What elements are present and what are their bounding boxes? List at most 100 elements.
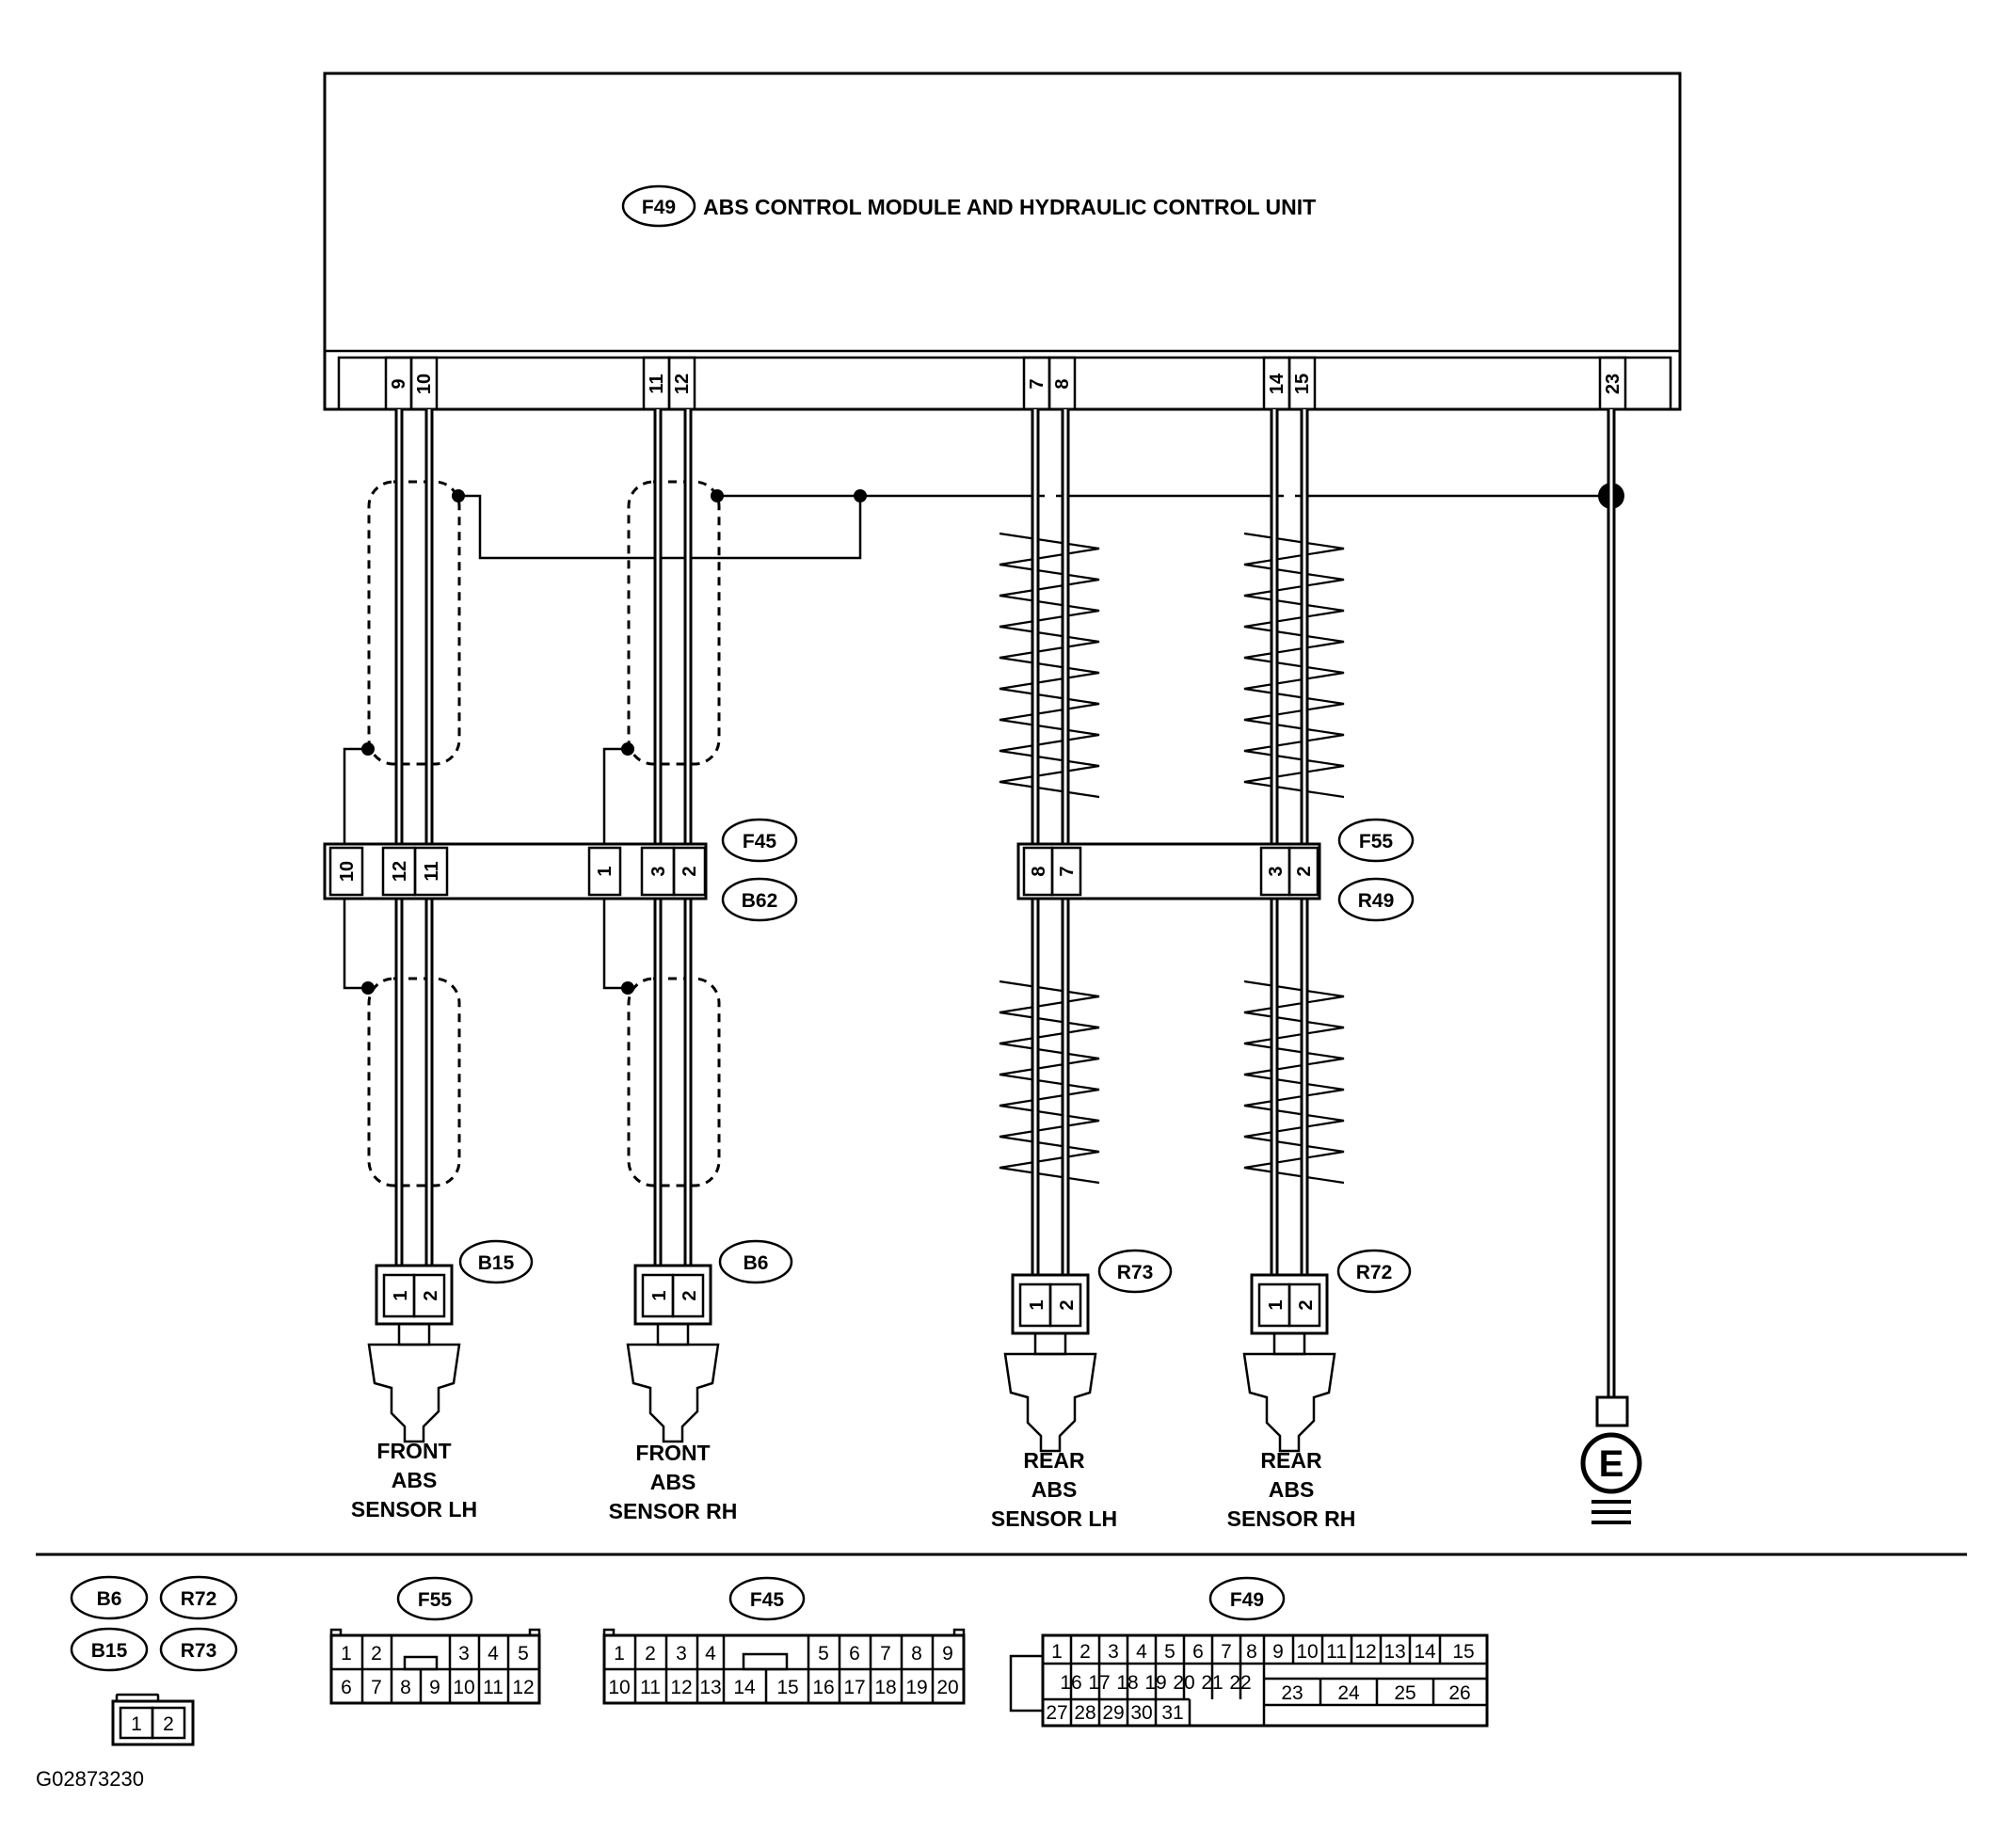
- legend-small-connector: B6 R72 B15 R73 1 2: [70, 1575, 238, 1746]
- module-pin: 11: [647, 374, 667, 393]
- module-tag: F49: [642, 197, 676, 218]
- legend-cell: 22: [1229, 1672, 1251, 1694]
- legend-cell: 26: [1448, 1682, 1470, 1704]
- legend-cell: 5: [1164, 1641, 1175, 1663]
- legend-tag: F49: [1230, 1589, 1264, 1611]
- sensor-label-line2: ABS: [392, 1468, 438, 1492]
- legend-cell: 20: [936, 1677, 958, 1698]
- sensor-label-line1: REAR: [1260, 1448, 1322, 1473]
- legend-cell: 9: [1272, 1641, 1284, 1663]
- legend-cell: 19: [905, 1677, 927, 1698]
- legend-cell: 3: [676, 1643, 687, 1665]
- module-pin: 14: [1267, 373, 1287, 394]
- legend-cell: 8: [1246, 1641, 1257, 1663]
- module-pin: 15: [1292, 374, 1313, 394]
- legend-tag: R73: [181, 1640, 217, 1662]
- legend-cell: 5: [518, 1643, 529, 1665]
- legend-cell: 19: [1144, 1672, 1166, 1694]
- rear-abs-sensor-lh: R73 1 2 REAR ABS SENSOR LH: [991, 1249, 1173, 1531]
- module-pin: 8: [1052, 378, 1073, 389]
- legend-cell: 18: [874, 1677, 896, 1698]
- legend-cell: 23: [1281, 1682, 1303, 1704]
- abs-control-module: F49 ABS CONTROL MODULE AND HYDRAULIC CON…: [323, 72, 1682, 411]
- legend-cell: 3: [458, 1643, 470, 1665]
- legend-cell: 3: [1108, 1641, 1119, 1663]
- legend-cell: 6: [341, 1677, 352, 1698]
- legend-f45: F45 1 2 3 4 5 6 7 8 9 10 11 12 13 14 15 …: [602, 1576, 966, 1705]
- r73-tag: R73: [1117, 1262, 1154, 1283]
- legend-tag: B15: [91, 1640, 128, 1662]
- legend-cell: 17: [1088, 1672, 1110, 1694]
- f55-pin: 8: [1029, 866, 1049, 876]
- sensor-pin: 2: [680, 1290, 700, 1300]
- sensor-label-line2: ABS: [1031, 1477, 1078, 1502]
- b15-tag: B15: [478, 1252, 515, 1274]
- f45-pin: 3: [648, 866, 669, 876]
- legend-cell: 16: [812, 1677, 834, 1698]
- sensor-pin: 2: [1296, 1299, 1317, 1310]
- sensor-label-line3: SENSOR RH: [1227, 1506, 1356, 1531]
- f55-pin: 3: [1266, 866, 1287, 876]
- sensor-pin: 1: [1266, 1299, 1287, 1310]
- legend-cell: 7: [371, 1677, 382, 1698]
- legend-cell: 11: [483, 1677, 504, 1698]
- sensor-label-line1: REAR: [1023, 1448, 1085, 1473]
- legend-cell: 14: [1414, 1641, 1436, 1663]
- legend-cell: 7: [880, 1643, 891, 1665]
- legend-cell: 17: [843, 1677, 865, 1698]
- legend-cell: 10: [453, 1677, 474, 1698]
- sensor-pin: 2: [1057, 1299, 1078, 1310]
- legend-cell: 31: [1161, 1702, 1183, 1724]
- legend-cell: 9: [942, 1643, 953, 1665]
- legend-cell: 11: [640, 1677, 661, 1698]
- legend-cell: 18: [1116, 1672, 1138, 1694]
- legend-cell: 13: [1383, 1641, 1405, 1663]
- legend-cell: 11: [1326, 1641, 1347, 1663]
- sensor-label-line1: FRONT: [635, 1441, 710, 1465]
- legend-cell: 30: [1130, 1702, 1152, 1724]
- module-title: ABS CONTROL MODULE AND HYDRAULIC CONTROL…: [703, 195, 1316, 219]
- sensor-pin: 1: [649, 1290, 670, 1300]
- module-pin: 10: [414, 374, 435, 394]
- legend-cell: 12: [1354, 1641, 1376, 1663]
- ground-symbol: E: [1580, 1395, 1642, 1524]
- connector-f55-r49: 8 7 3 2 F55 R49: [1016, 818, 1415, 922]
- legend-tag: F55: [418, 1589, 453, 1611]
- legend-cell: 4: [488, 1643, 499, 1665]
- r72-tag: R72: [1356, 1262, 1393, 1283]
- sensor-pin: 2: [421, 1290, 441, 1300]
- b62-tag: B62: [742, 890, 778, 912]
- module-pin: 7: [1027, 378, 1047, 389]
- ground-label: E: [1599, 1443, 1624, 1485]
- module-pins: 9 10 11 12 7 8 14 15 23: [384, 356, 1627, 411]
- legend-pin: 1: [131, 1713, 142, 1735]
- sensor-label-line1: FRONT: [376, 1439, 451, 1463]
- f45-pin: 10: [337, 861, 358, 882]
- legend-cell: 1: [341, 1643, 352, 1665]
- f55-pin: 7: [1057, 866, 1078, 876]
- module-pin: 12: [672, 374, 693, 394]
- legend-cell: 15: [1452, 1641, 1474, 1663]
- f45-pin: 12: [390, 861, 410, 882]
- legend-cell: 2: [1079, 1641, 1091, 1663]
- legend-cell: 4: [705, 1643, 716, 1665]
- legend-tag: B6: [97, 1588, 122, 1610]
- rear-abs-sensor-rh: R72 1 2 REAR ABS SENSOR RH: [1227, 1249, 1412, 1531]
- front-abs-sensor-rh: B6 1 2 FRONT ABS SENSOR RH: [609, 1239, 793, 1523]
- legend-cell: 15: [776, 1677, 798, 1698]
- f45-pin: 11: [422, 861, 442, 881]
- sensor-label-line3: SENSOR RH: [609, 1499, 738, 1523]
- legend-cell: 6: [849, 1643, 860, 1665]
- legend-cell: 8: [911, 1643, 922, 1665]
- legend-cell: 6: [1192, 1641, 1204, 1663]
- front-abs-sensor-lh: B15 1 2 FRONT ABS SENSOR LH: [351, 1239, 534, 1521]
- legend-tag: F45: [750, 1589, 785, 1611]
- b6-tag: B6: [744, 1252, 769, 1274]
- legend-cell: 1: [614, 1643, 625, 1665]
- legend-cell: 2: [371, 1643, 382, 1665]
- legend-cell: 29: [1102, 1702, 1124, 1724]
- sensor-label-line2: ABS: [1269, 1477, 1315, 1502]
- legend-f49: F49 1 2 3 4 5 6 7 8 9 10 11: [1009, 1576, 1489, 1728]
- legend-cell: 10: [1296, 1641, 1318, 1663]
